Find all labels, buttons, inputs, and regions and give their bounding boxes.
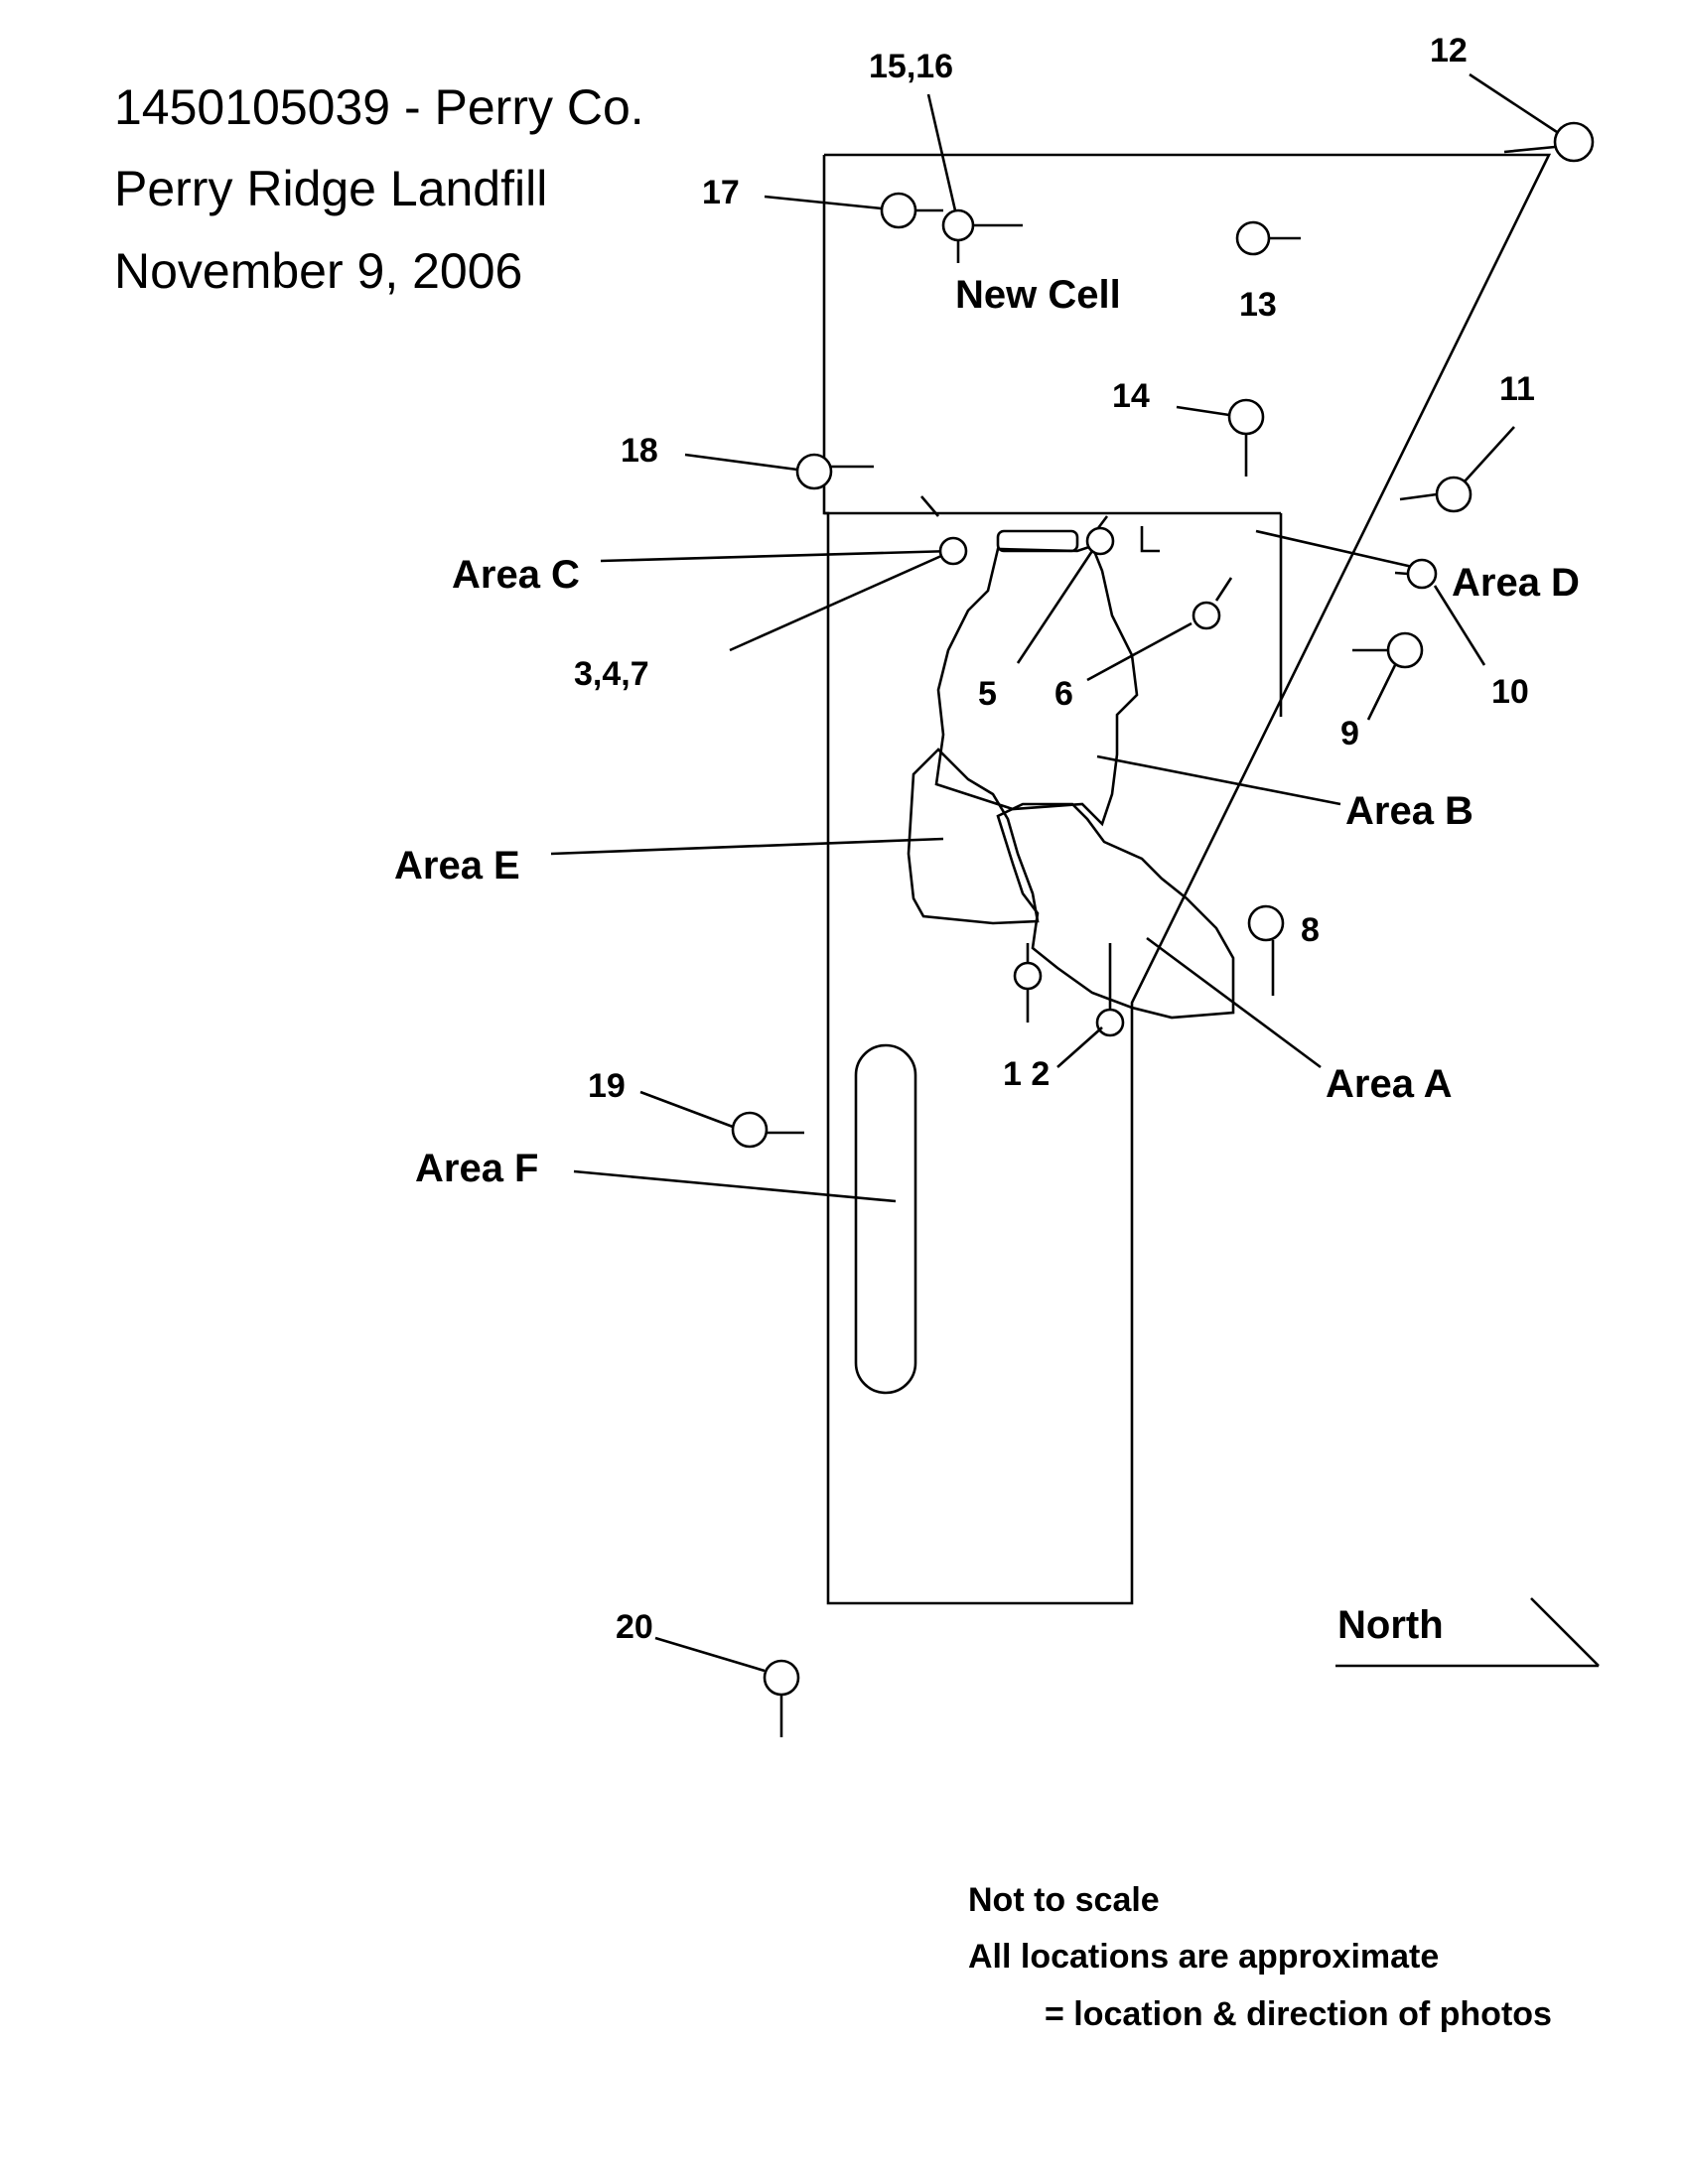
area-e-leader bbox=[550, 837, 944, 856]
area-a-leader bbox=[1146, 936, 1322, 1069]
photo-label-1-2: 1 2 bbox=[1003, 1055, 1050, 1093]
area-a-label: Area A bbox=[1326, 1062, 1452, 1106]
photo-label-14: 14 bbox=[1112, 377, 1150, 415]
area-c-leader bbox=[600, 549, 954, 563]
photo-number-labels: 1 2 3,4,7 5 6 8 9 10 11 12 13 14 15,16 1… bbox=[574, 32, 1558, 1673]
landfill-outline bbox=[822, 153, 1552, 1605]
site-boundaries bbox=[822, 153, 1552, 1605]
legend-photo-locations: = location & direction of photos bbox=[1045, 1995, 1552, 2033]
photo-location-direction-icon bbox=[1227, 398, 1265, 477]
photo-location-direction-icon bbox=[1399, 476, 1473, 513]
area-d-label: Area D bbox=[1452, 561, 1580, 605]
area-e-label: Area E bbox=[394, 844, 520, 887]
photo-label-12: 12 bbox=[1430, 32, 1468, 69]
area-f-label: Area F bbox=[415, 1147, 539, 1190]
map-notes: Not to scale All locations are approxima… bbox=[968, 1881, 1552, 2033]
area-a-shape bbox=[996, 802, 1235, 1020]
photo-location-direction-icon bbox=[920, 495, 968, 566]
header-site-id: 1450105039 - Perry Co. bbox=[114, 79, 644, 135]
note-not-to-scale: Not to scale bbox=[968, 1881, 1160, 1919]
photo-label-15-16: 15,16 bbox=[869, 48, 953, 85]
photo-location-direction-icon bbox=[1247, 904, 1285, 996]
photo-location-direction-icon bbox=[763, 1659, 800, 1737]
photo-label-17: 17 bbox=[702, 174, 740, 211]
header-date: November 9, 2006 bbox=[114, 243, 522, 299]
north-arrow-icon bbox=[1530, 1597, 1600, 1667]
area-labels: Area C Area D Area B Area E Area A Area … bbox=[394, 273, 1580, 1203]
photo-label-18: 18 bbox=[621, 432, 658, 470]
photo-label-10: 10 bbox=[1491, 673, 1529, 711]
area-c-label: Area C bbox=[452, 553, 580, 597]
note-approximate: All locations are approximate bbox=[968, 1938, 1439, 1976]
header-site-name: Perry Ridge Landfill bbox=[114, 161, 547, 216]
photo-label-3-4-7: 3,4,7 bbox=[574, 655, 649, 693]
photo-location-direction-icon bbox=[1192, 577, 1233, 630]
area-d-leader bbox=[1255, 529, 1431, 573]
photo-location-direction-icon bbox=[880, 192, 943, 229]
photo-location-direction-icon bbox=[1085, 515, 1115, 556]
photo-label-5: 5 bbox=[978, 675, 997, 713]
area-d-notch bbox=[1140, 526, 1160, 553]
north-label: North bbox=[1337, 1603, 1444, 1647]
area-b-shape bbox=[934, 544, 1139, 827]
photo-label-19: 19 bbox=[588, 1067, 626, 1105]
area-b-leader bbox=[1096, 754, 1341, 806]
map-header: 1450105039 - Perry Co. Perry Ridge Landf… bbox=[114, 79, 644, 299]
photo-location-direction-icon bbox=[795, 453, 874, 490]
photo-label-9: 9 bbox=[1340, 715, 1359, 752]
area-e-shape bbox=[907, 748, 1040, 925]
north-arrow: North bbox=[1335, 1597, 1600, 1668]
photo-location-direction-icon bbox=[1235, 220, 1301, 256]
area-shapes bbox=[854, 529, 1235, 1395]
area-b-label: Area B bbox=[1345, 789, 1474, 833]
photo-label-11: 11 bbox=[1499, 370, 1535, 408]
photo-label-8: 8 bbox=[1301, 911, 1320, 949]
area-f-leader bbox=[573, 1169, 897, 1203]
photo-location-direction-icon bbox=[731, 1111, 804, 1149]
photo-location-direction-icon bbox=[1352, 631, 1424, 669]
photo-location-direction-icon bbox=[1013, 943, 1125, 1037]
photo-label-6: 6 bbox=[1054, 675, 1073, 713]
photo-location-direction-icon bbox=[1394, 558, 1438, 590]
photo-markers bbox=[731, 121, 1595, 1737]
photo-label-20: 20 bbox=[616, 1608, 653, 1646]
area-f-shape bbox=[854, 1043, 917, 1395]
photo-location-direction-icon bbox=[1503, 121, 1595, 163]
photo-location-direction-icon bbox=[941, 208, 1023, 263]
photo-label-13: 13 bbox=[1239, 286, 1277, 324]
new-cell-label: New Cell bbox=[955, 273, 1121, 317]
